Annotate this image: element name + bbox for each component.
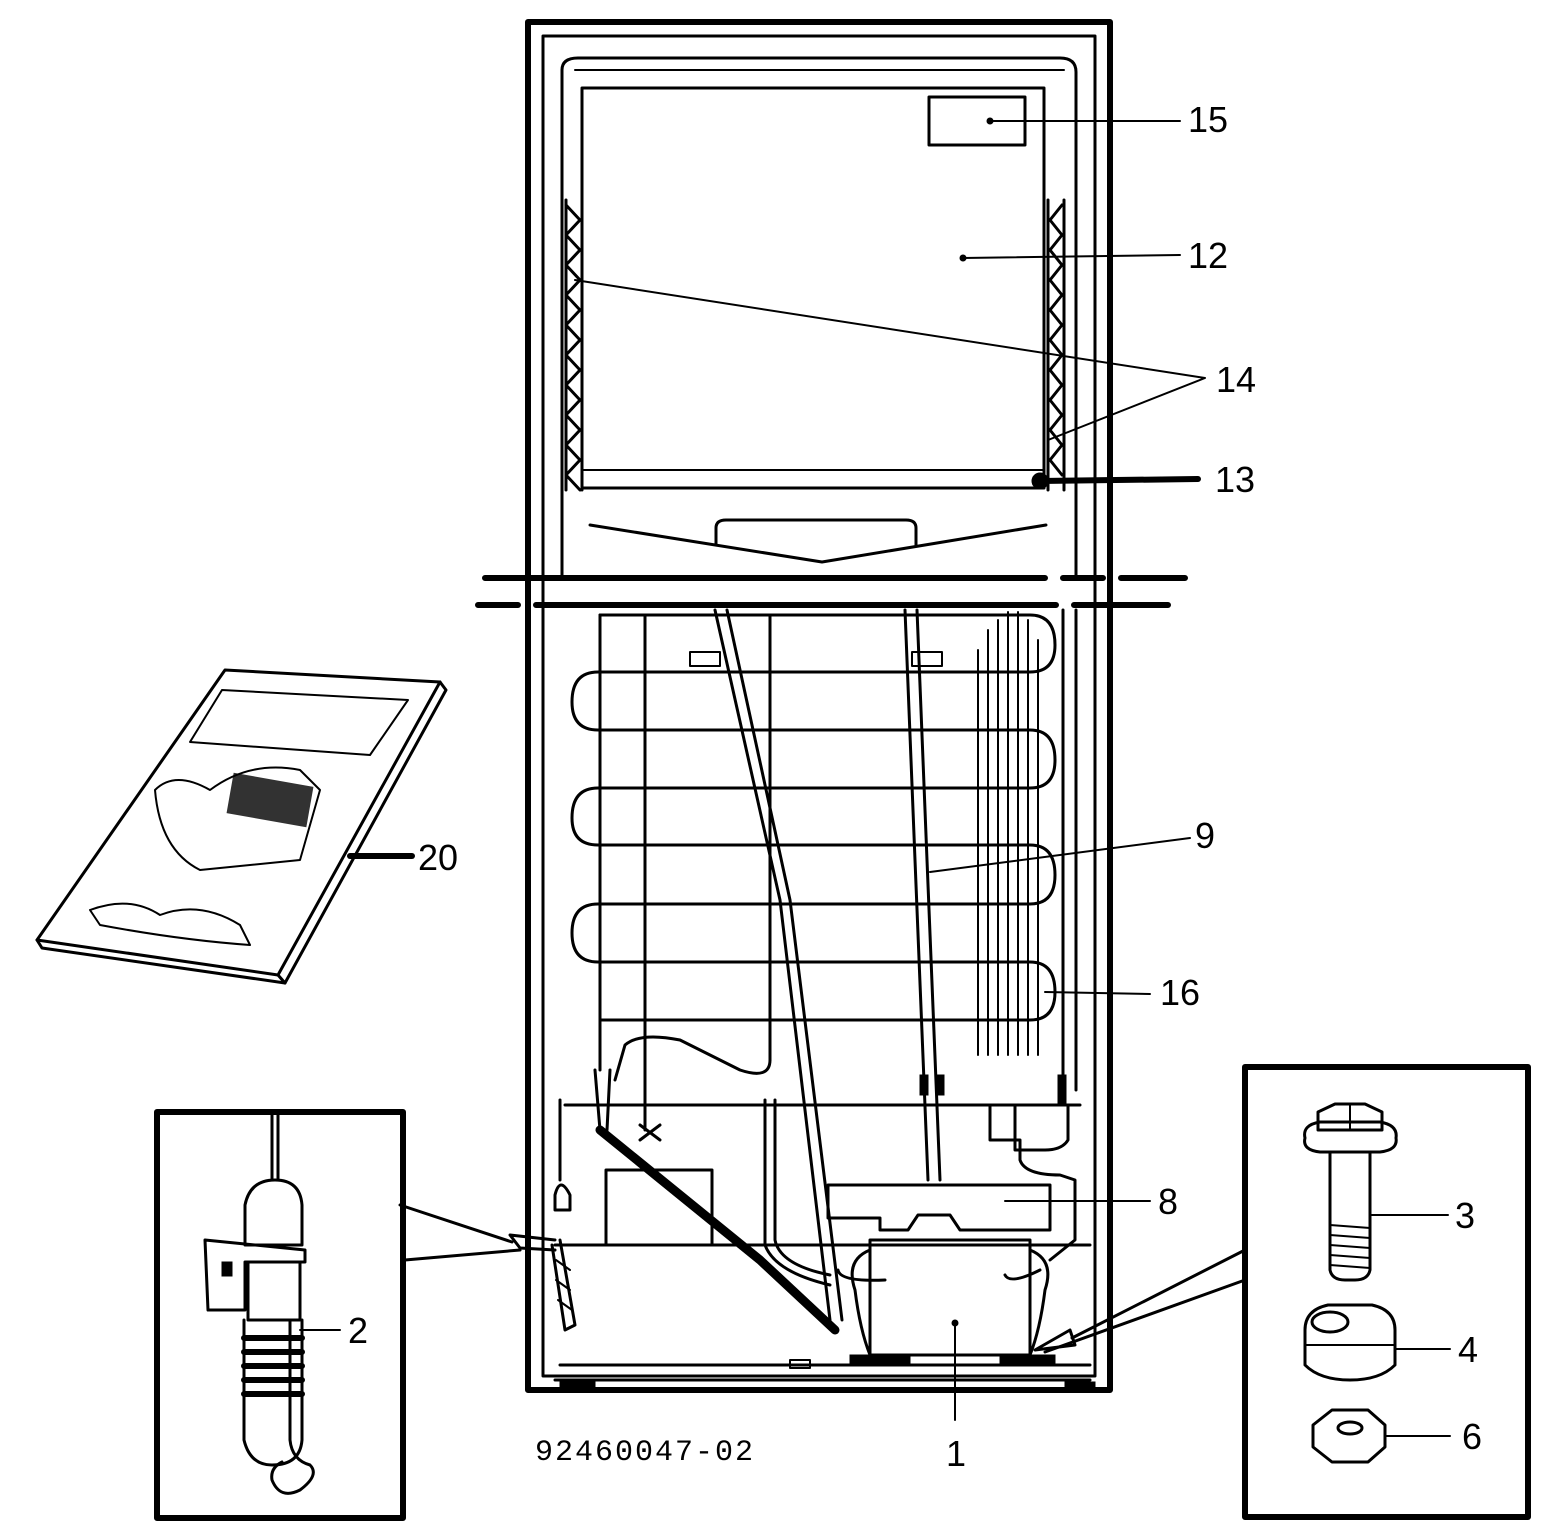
leader-lines [299, 120, 1451, 1437]
break-lines [475, 575, 1188, 608]
instruction-manual [35, 668, 448, 985]
cabinet-outline [525, 19, 1113, 1393]
inset-drain-detail [154, 1109, 406, 1521]
callout-labels: 15 12 14 13 9 20 16 8 3 2 4 6 1 92460047… [348, 99, 1482, 1474]
callout-15: 15 [1188, 99, 1228, 140]
callout-13: 13 [1215, 459, 1255, 500]
drawing-number: 92460047-02 [535, 1436, 755, 1470]
evaporator-tubes-left [564, 198, 584, 492]
callout-3: 3 [1455, 1195, 1475, 1236]
callout-16: 16 [1160, 972, 1200, 1013]
condenser-coil [570, 608, 1078, 1132]
callout-1: 1 [946, 1433, 966, 1474]
freezer-back-panel [580, 86, 1048, 564]
callout-20: 20 [418, 837, 458, 878]
callout-2: 2 [348, 1310, 368, 1351]
compressor-area [398, 1068, 1247, 1369]
evaporator-tubes-right [1031, 198, 1066, 492]
callout-12: 12 [1188, 235, 1228, 276]
callout-8: 8 [1158, 1181, 1178, 1222]
callout-14: 14 [1216, 359, 1256, 400]
inset-mounting-hardware [1242, 1064, 1531, 1520]
suction-tubes [613, 608, 942, 1322]
callout-9: 9 [1195, 815, 1215, 856]
callout-6: 6 [1462, 1416, 1482, 1457]
callout-4: 4 [1458, 1329, 1478, 1370]
